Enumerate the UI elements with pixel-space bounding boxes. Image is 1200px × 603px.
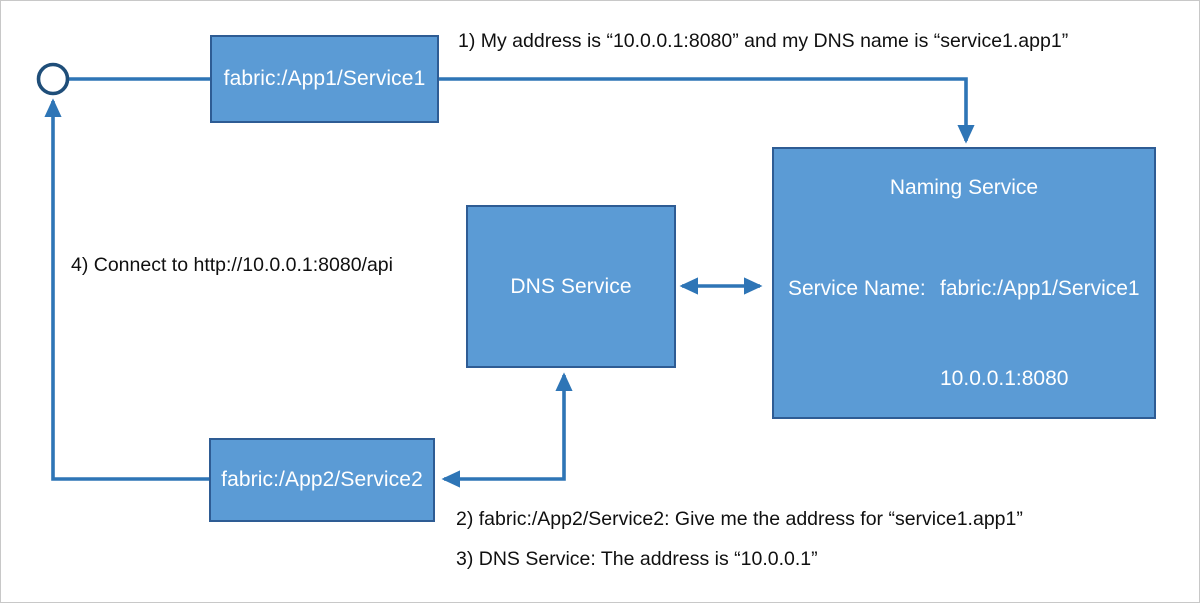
naming-entry-1-address-row: 10.0.0.1:8080	[788, 364, 1154, 394]
callout-step-3: 3) DNS Service: The address is “10.0.0.1…	[456, 548, 818, 570]
naming-entry-1-service-name-value: fabric:/App1/Service1	[940, 277, 1140, 300]
connector-app2-to-dns	[441, 372, 573, 488]
node-naming-service[interactable]: Naming Service Service Name: fabric:/App…	[772, 147, 1156, 480]
naming-entry-1-service-name-row: Service Name: fabric:/App1/Service1	[788, 274, 1154, 304]
node-dns-service[interactable]: DNS Service	[466, 205, 676, 368]
connector-app2-to-endpoint-circle	[44, 98, 209, 481]
node-dns-service-label: DNS Service	[510, 274, 632, 298]
naming-service-title: Naming Service	[889, 176, 1039, 199]
node-app1-service1[interactable]: fabric:/App1/Service1	[210, 35, 439, 123]
naming-entries-separator	[788, 574, 1154, 600]
naming-entry-1-dns-name-value: service1.app1	[940, 457, 1071, 480]
connector-app1-to-naming	[439, 77, 975, 144]
naming-entry-1-address-key	[788, 364, 940, 394]
node-app2-service2[interactable]: fabric:/App2/Service2	[209, 438, 435, 522]
naming-entry-1-dns-name-key: DNS Name:	[788, 457, 901, 480]
endpoint-circle-icon	[36, 62, 70, 96]
callout-step-1: 1) My address is “10.0.0.1:8080” and my …	[458, 30, 1069, 52]
naming-entry-1-dns-name-row: DNS Name: service1.app1	[788, 454, 1154, 484]
callout-step-4: 4) Connect to http://10.0.0.1:8080/api	[71, 254, 393, 276]
naming-service-entries: Service Name: fabric:/App1/Service1 10.0…	[774, 214, 1154, 602]
naming-entry-1-address-value: 10.0.0.1:8080	[940, 367, 1069, 390]
naming-entry-1-service-name-key: Service Name:	[788, 277, 926, 300]
callout-step-2: 2) fabric:/App2/Service2: Give me the ad…	[456, 508, 1023, 530]
node-app1-service1-label: fabric:/App1/Service1	[223, 67, 426, 90]
node-app2-service2-label: fabric:/App2/Service2	[221, 468, 423, 491]
